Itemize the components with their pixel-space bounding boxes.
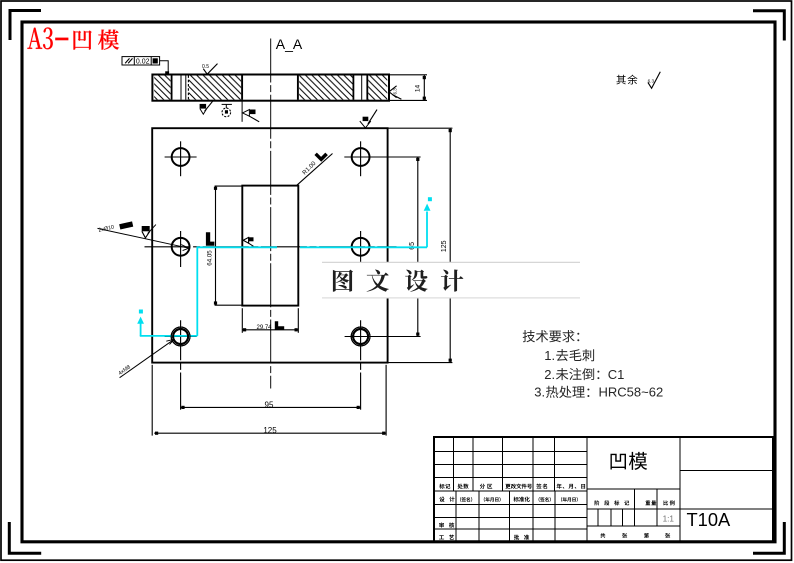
svg-text:3.: 3. [534,385,545,400]
svg-text:14: 14 [414,85,421,93]
svg-text:1.: 1. [544,348,555,363]
svg-text:125: 125 [263,426,277,435]
svg-text:125: 125 [441,240,448,252]
svg-text:29.74: 29.74 [256,325,272,331]
svg-text:6.3: 6.3 [648,78,655,83]
svg-text:65: 65 [409,242,416,250]
svg-text:0.5: 0.5 [202,64,209,70]
svg-text:2xØ10: 2xØ10 [98,224,115,233]
svg-text:1:1: 1:1 [663,514,675,523]
svg-text:0.02: 0.02 [136,58,150,65]
svg-text:T10A: T10A [687,509,732,530]
svg-text:95: 95 [265,400,274,409]
svg-text:64.05: 64.05 [207,250,214,266]
svg-text:A_A: A_A [276,36,303,52]
svg-text:C1: C1 [608,367,625,382]
svg-text:2.: 2. [544,367,555,382]
svg-text:6.3: 6.3 [392,88,397,95]
svg-text:HRC58~62: HRC58~62 [599,385,664,400]
